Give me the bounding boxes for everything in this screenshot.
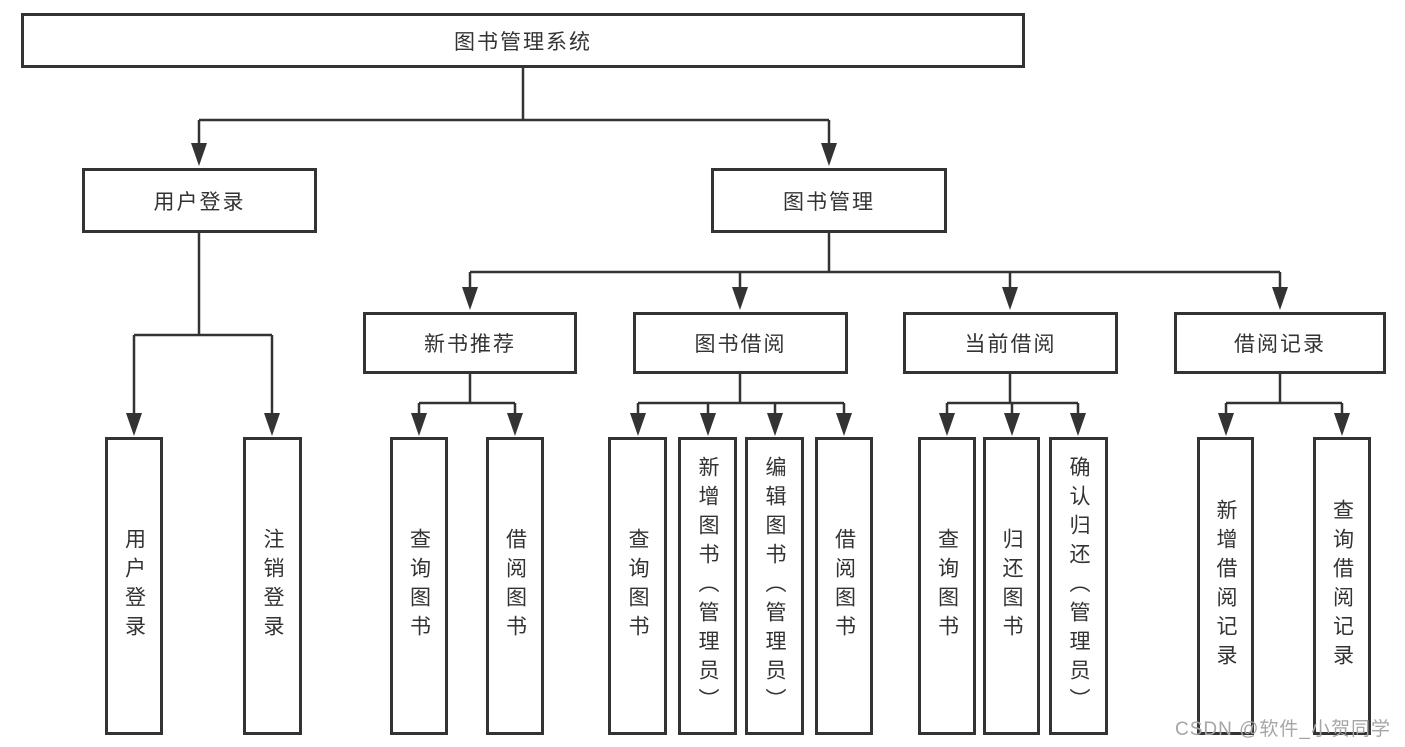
node-book-management: 图书管理 [711, 168, 947, 233]
arrowhead [264, 413, 280, 436]
connector-new-book-recommend-split [417, 374, 517, 414]
node-label: 确认归还（管理员） [1067, 455, 1090, 717]
arrowhead [1004, 413, 1020, 436]
connector-current-borrowing-split [945, 374, 1080, 414]
arrowheads [126, 143, 1350, 436]
arrowhead [507, 413, 523, 436]
node-user-login: 用户登录 [82, 168, 317, 233]
leaf-nbr-borrow-books: 借阅图书 [486, 437, 544, 735]
arrowhead [1218, 413, 1234, 436]
node-label: 用户登录 [153, 190, 246, 214]
node-label: 查询借阅记录 [1330, 499, 1354, 673]
node-label: 图书管理 [783, 190, 875, 214]
leaf-bb-query-books: 查询图书 [608, 437, 667, 735]
node-label: 查询图书 [626, 528, 649, 644]
connector-user-login-split [132, 233, 274, 414]
leaf-nbr-query-books: 查询图书 [390, 437, 448, 735]
node-label: 归还图书 [1000, 528, 1023, 644]
leaf-br-query-record: 查询借阅记录 [1313, 437, 1371, 735]
node-current-borrowing: 当前借阅 [903, 312, 1118, 374]
node-label: 用户登录 [122, 528, 146, 644]
connector-book-management-split [468, 233, 1282, 288]
node-book-borrowing: 图书借阅 [633, 312, 848, 374]
arrowhead [1334, 413, 1350, 436]
connector-borrowing-records-split [1224, 374, 1344, 414]
node-label: 当前借阅 [964, 333, 1057, 356]
leaf-user-login: 用户登录 [105, 437, 163, 735]
arrowhead [821, 143, 837, 166]
leaf-bb-borrow-books: 借阅图书 [815, 437, 873, 735]
connector-book-borrowing-split [636, 374, 846, 414]
node-label: 新增借阅记录 [1214, 499, 1237, 673]
arrowhead [700, 413, 716, 436]
arrowhead [462, 287, 478, 310]
node-label: 查询图书 [935, 528, 959, 644]
arrowhead [939, 413, 955, 436]
arrowhead [1002, 287, 1018, 310]
node-label: 编辑图书（管理员） [763, 455, 786, 717]
arrowhead [1070, 413, 1086, 436]
node-library-management-system: 图书管理系统 [21, 13, 1025, 68]
node-label: 查询图书 [407, 528, 431, 644]
leaf-br-add-record: 新增借阅记录 [1197, 437, 1254, 735]
node-label: 图书借阅 [694, 333, 787, 356]
arrowhead [836, 413, 852, 436]
node-label: 新增图书（管理员） [696, 455, 719, 717]
arrowhead [767, 413, 783, 436]
leaf-cb-return-books: 归还图书 [983, 437, 1040, 735]
arrowhead [1272, 287, 1288, 310]
node-label: 借阅图书 [503, 528, 527, 644]
node-label: 借阅图书 [832, 528, 856, 644]
node-label: 借阅记录 [1234, 333, 1326, 356]
node-borrowing-records: 借阅记录 [1174, 312, 1386, 374]
node-new-book-recommend: 新书推荐 [363, 312, 577, 374]
node-label: 注销登录 [261, 528, 284, 644]
arrowhead [411, 413, 427, 436]
node-label: 新书推荐 [424, 333, 516, 356]
leaf-logout: 注销登录 [243, 437, 302, 735]
arrowhead [732, 287, 748, 310]
arrowhead [191, 143, 207, 166]
connector-root-split [197, 68, 831, 145]
leaf-bb-add-books-admin: 新增图书（管理员） [678, 437, 737, 735]
leaf-bb-edit-books-admin: 编辑图书（管理员） [745, 437, 804, 735]
node-label: 图书管理系统 [454, 30, 592, 54]
csdn-watermark: CSDN @软件_小贺同学 [1175, 719, 1391, 740]
leaf-cb-confirm-return-admin: 确认归还（管理员） [1049, 437, 1108, 735]
arrowhead [126, 413, 142, 436]
arrowhead [630, 413, 646, 436]
leaf-cb-query-books: 查询图书 [918, 437, 976, 735]
